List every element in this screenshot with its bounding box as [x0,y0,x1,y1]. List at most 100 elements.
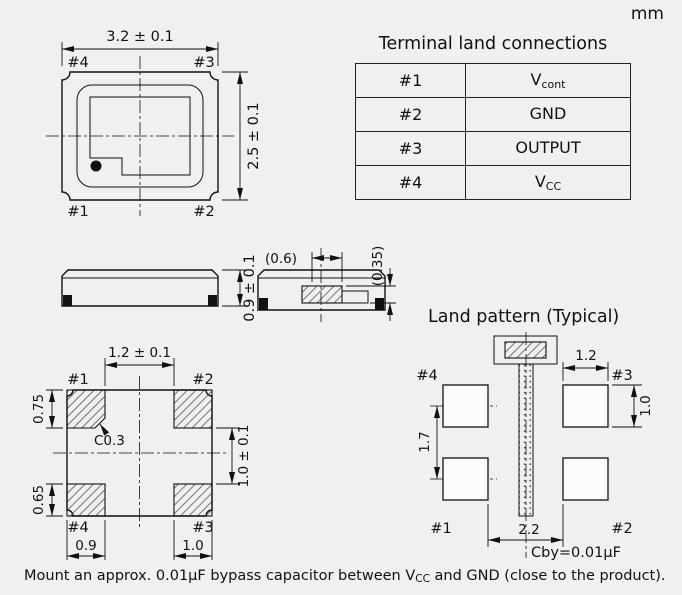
pin-number-cell: #2 [355,97,466,132]
chamfer-callout: C0.3 [94,423,125,449]
signal-subscript: cont [541,78,566,91]
dim-pad-gap-right-label: 1.0 ± 0.1 [236,425,252,488]
land-pad-1 [442,457,489,501]
signal-cell: OUTPUT [465,131,631,166]
table-row: #2 GND [355,97,631,132]
pin-label-lp-3: #3 [611,368,632,384]
top-view-drawing: 3.2 ± 0.1 2.5 ± 0.1 #4 #3 #1 #2 [46,29,262,220]
pin-label-lp-2: #2 [611,521,632,537]
pin-number-cell: #1 [355,63,466,98]
table-row: #1 Vcont [355,63,631,98]
signal-base: GND [529,104,567,123]
land-pattern-drawing: 1.2 1.0 1.7 2.2 Cby=0.01μF #4 #3 #1 [416,332,654,561]
pin-label-top-2: #2 [193,204,214,220]
dim-pad-left-width-label: 0.9 [75,538,96,554]
terminal-foot [208,295,217,306]
pin-label-bottom-3: #3 [192,520,213,536]
signal-cell: Vcont [465,63,631,98]
signal-cell: VCC [465,165,631,200]
pin-label-lp-1: #1 [430,521,451,537]
dim-pad-gap-top: 1.2 ± 0.1 [104,345,175,386]
side-view-drawing: 0.9 ± 0.1 [61,254,258,322]
bottom-pad-2 [173,389,213,429]
pin-label-lp-4: #4 [416,368,437,384]
table-row: #3 OUTPUT [355,131,631,166]
dim-pad-gap-top-label: 1.2 ± 0.1 [108,345,171,361]
terminal-foot [63,295,72,306]
dim-pad-upper-height-label: 0.75 [31,394,47,424]
dim-package-width: 3.2 ± 0.1 [61,29,219,66]
land-pad-4 [442,384,489,428]
dim-package-height: 2.5 ± 0.1 [222,71,262,201]
side-outline [61,269,219,307]
pin-label-top-3: #3 [193,55,214,71]
land-pad-2 [562,457,609,501]
dim-pad-left-width: 0.9 [66,520,106,560]
dim-package-thickness-label: 0.9 ± 0.1 [242,254,258,322]
land-pad-3 [562,384,609,428]
note-vcc-subscript: CC [415,573,430,585]
package-lid-outline [76,84,204,188]
dim-lp-pad-height-label: 1.0 [638,395,654,416]
land-pattern-title: Land pattern (Typical) [428,307,620,327]
bypass-cap-value-label: Cby=0.01μF [531,545,621,561]
note-suffix: and GND (close to the product). [429,568,666,584]
terminal-land-connections: Terminal land connections #1 Vcont #2 GN… [355,34,631,200]
terminal-table-title: Terminal land connections [378,34,608,54]
dim-pad-lower-height-label: 0.65 [31,485,47,515]
dim-lp-pad-height: 1.0 [612,384,654,428]
dim-pad-offset: (0.6) [265,251,343,282]
bottom-pad-4 [66,483,106,517]
signal-subscript: CC [545,180,562,193]
pin-label-bottom-4: #4 [67,520,88,536]
chamfer-callout-label: C0.3 [94,433,125,449]
end-outline [257,269,386,311]
signal-base: V [530,70,542,89]
dim-lp-span: 2.2 [487,504,564,547]
package-body-outline [61,71,219,201]
pin-label-bottom-2: #2 [192,372,213,388]
signal-base: V [534,172,546,191]
table-row: #4 VCC [355,165,631,200]
dim-pad-right-width: 1.0 [173,520,213,560]
dim-package-width-label: 3.2 ± 0.1 [106,29,174,45]
pin-label-top-1: #1 [67,204,88,220]
dim-lp-row-pitch-label: 1.7 [417,431,433,452]
dim-pad-lower-height: 0.65 [31,483,63,517]
bottom-pad-3 [173,483,213,517]
pin-number-cell: #3 [355,131,466,166]
dim-pad-size-label: (0.35) [370,246,386,287]
terminal-land-table: #1 Vcont #2 GND #3 OUTPUT #4 VCC [355,63,631,200]
signal-base: OUTPUT [515,138,581,157]
note-prefix: Mount an approx. 0.01μF bypass capacitor… [24,568,406,584]
signal-cell: GND [465,97,631,132]
dim-package-height-label: 2.5 ± 0.1 [246,102,262,170]
center-trace [518,363,534,517]
dim-lp-span-label: 2.2 [518,522,539,538]
dim-pad-size: (0.35) [346,246,396,321]
bottom-pad-1-chamfered [66,389,106,429]
mount-pad-hatched [301,285,343,304]
lid-seam-outline [89,96,191,176]
mount-pad-clear [341,290,369,304]
terminal-foot [375,298,384,310]
note-vcc: V [405,568,416,584]
end-view-drawing: (0.6) (0.35) [257,246,396,322]
pin-number-cell: #4 [355,165,466,200]
dim-pad-upper-height: 0.75 [31,389,63,429]
dim-pad-offset-label: (0.6) [265,251,297,267]
pin1-marker-dot [90,160,102,172]
pin-label-top-4: #4 [67,55,88,71]
units-label: mm [630,4,664,24]
terminal-foot [259,298,268,310]
bypass-capacitor-note: Mount an approx. 0.01μF bypass capacitor… [24,568,666,585]
dim-pad-right-width-label: 1.0 [182,538,203,554]
dim-lp-pad-width: 1.2 [562,348,609,381]
bypass-cap-body [504,341,547,359]
bottom-view-drawing: 1.2 ± 0.1 0.75 0.65 1.0 ± 0.1 [31,345,252,560]
dim-package-thickness: 0.9 ± 0.1 [222,254,258,322]
dim-lp-pad-width-label: 1.2 [575,348,596,364]
dim-lp-row-pitch: 1.7 [417,406,440,479]
